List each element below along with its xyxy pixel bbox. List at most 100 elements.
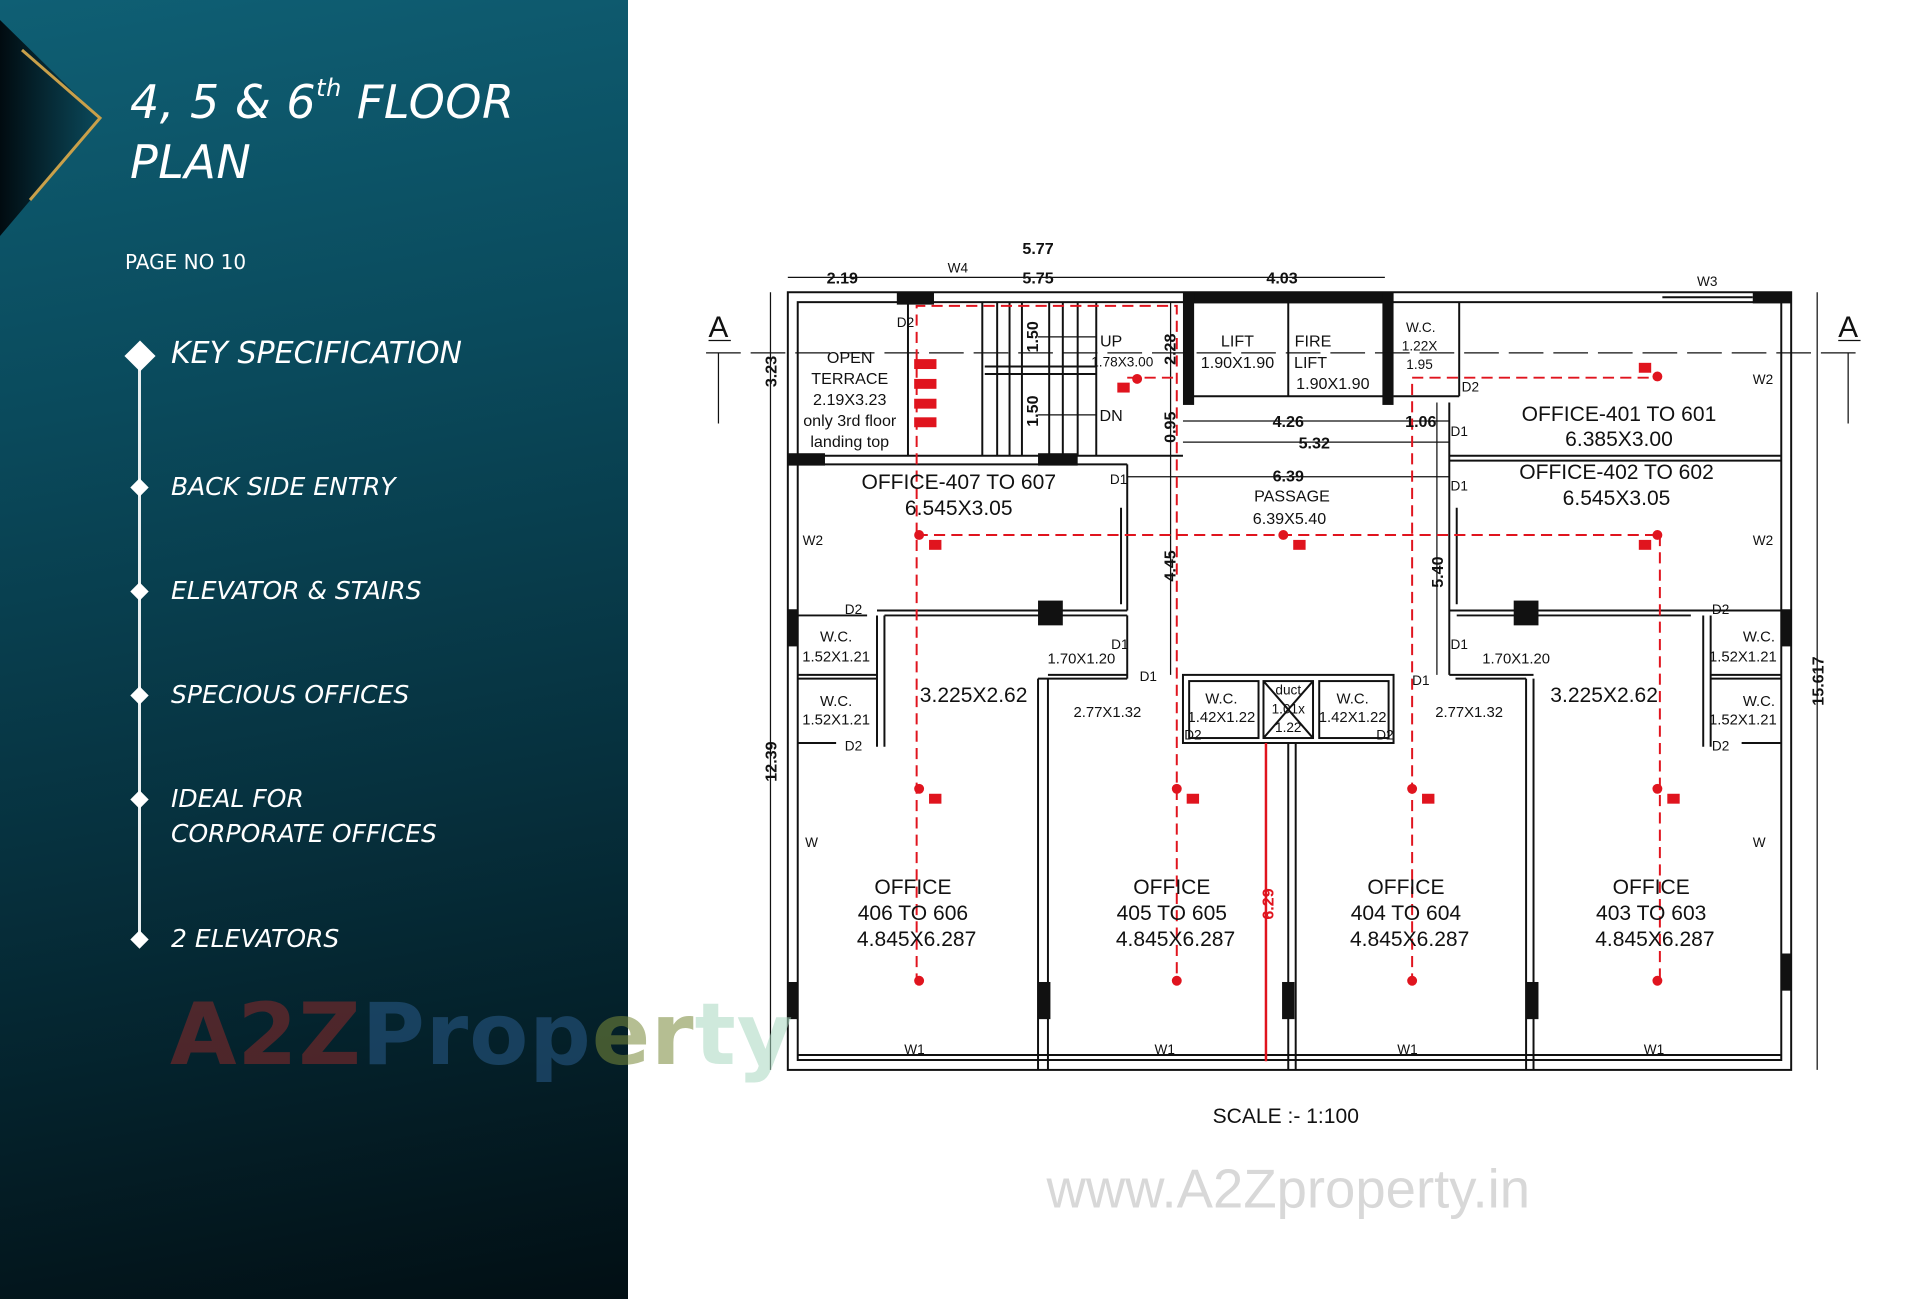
room-size: 4.845X6.287	[1116, 928, 1235, 951]
room-size: 4.845X6.287	[1350, 928, 1469, 951]
tag: D1	[1451, 637, 1468, 652]
stairs-size: 1.78X3.00	[1091, 355, 1153, 370]
tag: D2	[845, 738, 862, 753]
spec-item: IDEAL FOR	[171, 784, 304, 813]
passage-label: PASSAGE 6.39X5.40	[1253, 488, 1330, 528]
room-label: 404 TO 604	[1351, 902, 1462, 925]
dimension-label: 2.19	[827, 270, 858, 288]
room-label: W.C.	[1337, 691, 1369, 707]
room-size: 1.52X1.21	[1709, 712, 1777, 728]
tag: D1	[1110, 472, 1127, 487]
section-marker: A	[1838, 311, 1858, 344]
room-label: OFFICE-407 TO 607	[861, 471, 1056, 494]
watermark: www.A2Zproperty.in	[1045, 1158, 1530, 1219]
dimension-label: 5.75	[1022, 270, 1053, 288]
fire-dimension: 6.29	[1259, 742, 1277, 1062]
room-size: 1.52X1.21	[802, 649, 870, 665]
tag: D1	[1111, 637, 1128, 652]
room-labels: OPEN TERRACE 2.19X3.23 only 3rd floor la…	[802, 320, 1777, 1128]
dimension-lines	[706, 276, 1861, 1070]
title-text: FLOOR	[341, 75, 515, 129]
spec-item: 2 ELEVATORS	[171, 924, 340, 953]
tag: W1	[1644, 1042, 1664, 1057]
watermark-text: www.A2Zproperty.in	[1045, 1158, 1530, 1219]
room-size: 1.90X1.90	[1296, 375, 1369, 393]
dimension-label: 1.50	[1024, 395, 1042, 426]
room-size: 1.52X1.21	[1709, 649, 1777, 665]
room-label: OFFICE-401 TO 601	[1522, 403, 1717, 426]
room-size: 2.77X1.32	[1435, 705, 1503, 721]
room-label: W.C.	[1406, 320, 1435, 335]
dimension-label: 4.45	[1162, 550, 1180, 581]
room-label: OFFICE	[1613, 876, 1690, 899]
page-number: PAGE NO 10	[125, 250, 247, 274]
title-text: 4, 5 & 6	[130, 75, 317, 129]
room-label: 406 TO 606	[858, 902, 968, 925]
chevron-decoration-icon	[0, 20, 103, 236]
room-size: 3.225X2.62	[1550, 684, 1658, 707]
room-label: 403 TO 603	[1596, 902, 1706, 925]
tag: W	[1753, 835, 1766, 850]
dimension-label: 4.26	[1273, 413, 1304, 431]
dimension-label: 5.40	[1429, 556, 1447, 587]
room-label: W.C.	[1205, 691, 1237, 707]
room-size: 4.845X6.287	[857, 928, 976, 951]
tag: D2	[1184, 727, 1201, 742]
room-label: LIFT	[1294, 354, 1327, 372]
open-terrace-label: OPEN TERRACE 2.19X3.23 only 3rd floor la…	[803, 349, 897, 451]
tag: W1	[1154, 1042, 1174, 1057]
tag: W2	[1753, 372, 1773, 387]
a2z-property-logo: A2ZProperty	[170, 985, 794, 1085]
room-label: W.C.	[1743, 694, 1775, 710]
tag: D2	[897, 315, 914, 330]
office-407-label: OFFICE-407 TO 607 6.545X3.05	[861, 471, 1056, 520]
dimension-label: 12.39	[763, 741, 781, 781]
dimension-label: 5.77	[1022, 240, 1053, 258]
tag: W3	[1697, 274, 1717, 289]
room-size: 1.52X1.21	[802, 712, 870, 728]
tag: D2	[845, 602, 862, 617]
room-label: OPEN	[827, 349, 873, 367]
dimension-label: 1.06	[1405, 413, 1436, 431]
room-label: only 3rd floor	[803, 412, 897, 430]
tag: W	[805, 835, 818, 850]
stairs-down: DN	[1099, 407, 1122, 425]
room-size: 2.77X1.32	[1074, 705, 1142, 721]
stairs-label: UP 1.78X3.00 DN	[1091, 333, 1153, 425]
section-markers: A A	[709, 311, 1859, 344]
title-superscript: th	[316, 74, 342, 102]
room-label: LIFT	[1221, 333, 1254, 351]
dimension-label: 0.95	[1162, 412, 1180, 443]
logo-text: A2Z	[170, 985, 362, 1085]
dimension-label: 6.39	[1273, 468, 1304, 486]
room-size: 1.70X1.20	[1482, 652, 1550, 668]
office-402-label: OFFICE-402 TO 602 6.545X3.05	[1519, 461, 1714, 510]
stairs-up: UP	[1100, 333, 1122, 351]
room-size: 6.39X5.40	[1253, 510, 1326, 528]
tag: D2	[1712, 738, 1729, 753]
duct-size: 1.22	[1275, 720, 1302, 735]
room-label: 405 TO 605	[1117, 902, 1227, 925]
dimension-label: 6.29	[1259, 888, 1277, 919]
spec-item: CORPORATE OFFICES	[171, 819, 437, 848]
dimension-label: 4.03	[1266, 270, 1297, 288]
dimension-label: 15.617	[1809, 656, 1827, 705]
tag: W1	[904, 1042, 924, 1057]
spec-heading: KEY SPECIFICATION	[171, 336, 462, 371]
logo-text: ty	[694, 985, 794, 1085]
dimension-label: 3.23	[763, 356, 781, 387]
spec-item: BACK SIDE ENTRY	[171, 472, 396, 501]
bottom-office-labels: OFFICE 406 TO 606 4.845X6.287 OFFICE 405…	[857, 876, 1715, 951]
room-label: PASSAGE	[1254, 488, 1330, 506]
lift-labels: LIFT 1.90X1.90 FIRE LIFT 1.90X1.90	[1201, 333, 1370, 393]
tag: D1	[1412, 673, 1429, 688]
room-size: 1.95	[1406, 357, 1433, 372]
section-marker: A	[709, 311, 729, 344]
wc-top-label: W.C. 1.22X 1.95	[1402, 320, 1438, 372]
tag: W2	[803, 533, 823, 548]
spec-timeline-line	[138, 365, 141, 940]
duct-size: 1.01x	[1272, 701, 1305, 716]
columns	[787, 292, 1792, 1020]
tag: W2	[1753, 533, 1773, 548]
